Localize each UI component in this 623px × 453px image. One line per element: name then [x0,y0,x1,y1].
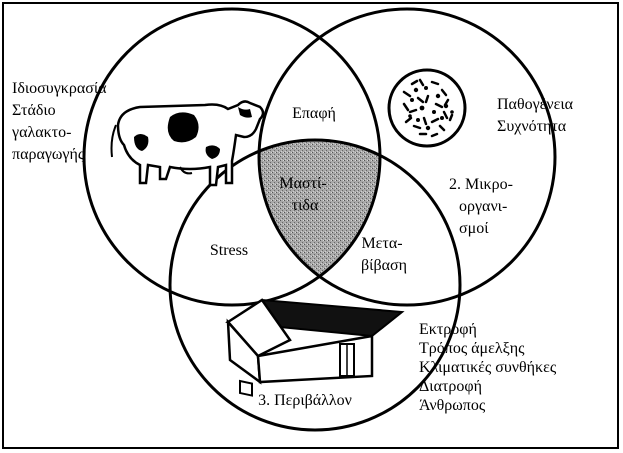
center-line-1: Μαστί- [279,175,326,192]
circle-1-line-2: Στάδιο [12,102,56,119]
circle-3-text: Εκτροφή Τρόπος άμελξης Κλιματικές συνθήκ… [419,321,560,414]
overlap-right-line-2: βίβαση [361,257,407,274]
circle-1-line-4: παραγωγής [12,146,85,163]
circle-3-line-3: Κλιματικές συνθήκες [419,359,557,376]
center-line-2: τιδα [292,197,319,214]
circle-3-line-1: Εκτροφή [419,321,477,338]
circle-2-line-1: Παθογένεια [497,96,574,113]
circle-1-line-1: Ιδιοσυγκρασία [12,80,107,97]
circle-3-title: 3. Περιβάλλον [258,392,352,409]
overlap-left-label: Stress [210,242,248,259]
cow-icon [110,100,265,187]
center-label: Μαστί- τιδα [279,175,330,214]
circle-3-line-4: Διατροφή [419,378,482,395]
overlap-right-label: Μετα- βίβαση [361,235,407,274]
circle-1-text: Ιδιοσυγκρασία Στάδιο γαλακτο- παραγωγής [11,80,111,163]
circle-2-text: Παθογένεια Συχνότητα [497,96,577,135]
circle-3-line-2: Τρόπος άμελξης [419,340,525,357]
microorganisms-icon [387,68,467,148]
circle-2-microorganisms [257,7,557,307]
circle-2-line-2: Συχνότητα [497,118,567,135]
circle-2-title-line-2: οργανι- [459,198,507,215]
overlap-top-label: Επαφή [292,105,336,122]
circle-2-title-line-3: σμοί [459,220,489,237]
circle-3-line-5: Άνθρωπος [419,397,486,414]
circle-3-environment [168,138,462,432]
circle-2-title-line-1: 2. Μικρο- [449,176,513,193]
overlap-right-line-1: Μετα- [361,235,402,252]
circle-2-title: 2. Μικρο- οργανι- σμοί [449,176,517,237]
circle-1-line-3: γαλακτο- [11,124,71,141]
barn-icon [225,298,405,397]
